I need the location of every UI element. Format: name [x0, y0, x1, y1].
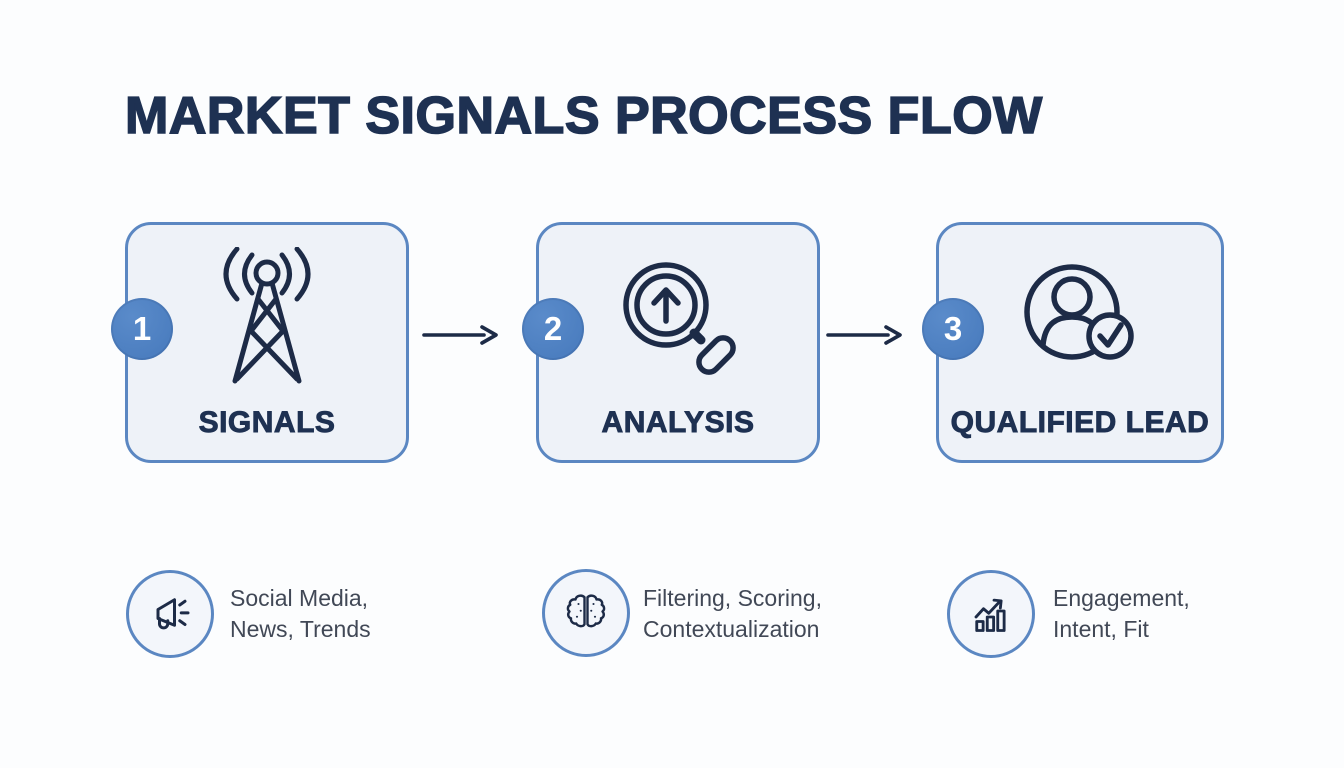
step-label: ANALYSIS: [601, 406, 755, 440]
arrow-right-icon: [826, 325, 902, 345]
detail-text-analysis: Filtering, Scoring, Contextualization: [643, 583, 822, 645]
detail-icon-circle: [126, 570, 214, 658]
detail-text-qualified-lead: Engagement, Intent, Fit: [1053, 583, 1190, 645]
arrow-right-icon: [422, 325, 498, 345]
bar-chart-rising-icon: [974, 598, 1006, 632]
detail-icon-circle: [542, 569, 630, 657]
page-title: MARKET SIGNALS PROCESS FLOW: [124, 86, 1043, 146]
detail-line: Social Media,: [230, 585, 369, 611]
step-number-badge: 1: [111, 298, 173, 360]
detail-icon-circle: [947, 570, 1035, 658]
step-label: QUALIFIED LEAD: [950, 406, 1210, 440]
megaphone-icon: [156, 598, 190, 630]
detail-line: Intent, Fit: [1053, 616, 1149, 642]
step-number-badge: 2: [522, 298, 584, 360]
person-check-icon: [1024, 264, 1134, 360]
detail-text-signals: Social Media, News, Trends: [230, 583, 371, 645]
step-card-analysis: 2 ANALYSIS: [522, 222, 820, 463]
radio-tower-icon: [223, 247, 311, 384]
detail-line: News, Trends: [230, 616, 371, 642]
detail-line: Filtering, Scoring,: [643, 585, 822, 611]
step-number-badge: 3: [922, 298, 984, 360]
step-card-signals: 1 SIGNALS: [111, 222, 409, 463]
detail-line: Contextualization: [643, 616, 820, 642]
step-card-qualified-lead: 3 QUALIFIED LEAD: [922, 222, 1224, 463]
step-label: SIGNALS: [198, 406, 336, 440]
detail-line: Engagement,: [1053, 585, 1190, 611]
brain-icon: [566, 594, 606, 628]
magnifying-glass-up-arrow-icon: [623, 262, 736, 375]
